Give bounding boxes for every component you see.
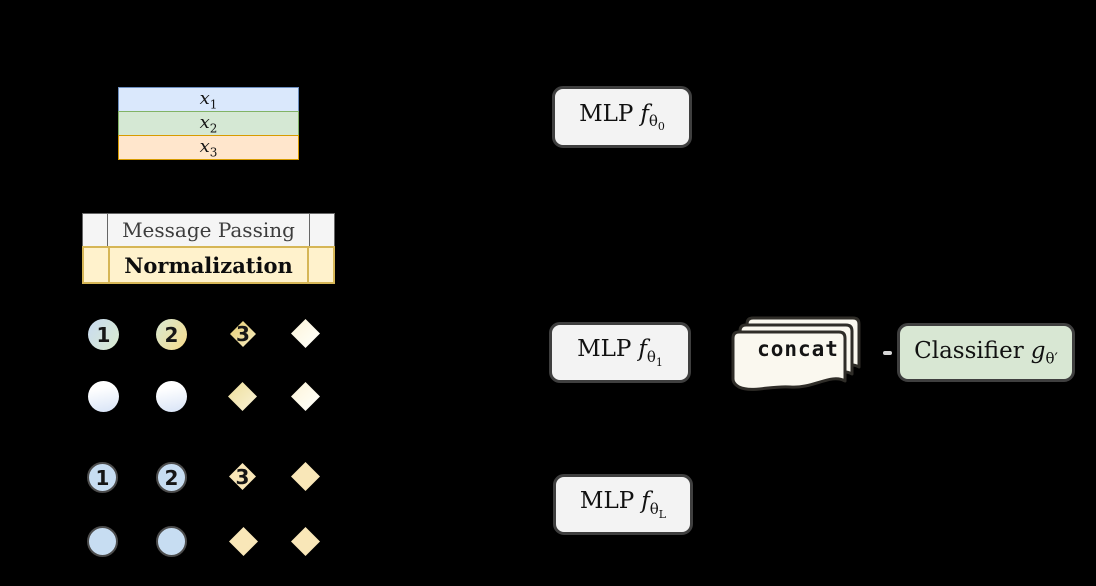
message-passing-label: Message Passing	[122, 218, 295, 242]
node-bottom-circle-2: 2	[156, 462, 187, 493]
feature-bar-x3: x3	[118, 135, 299, 160]
node-bottom-circle-1: 1	[87, 462, 118, 493]
node-bottom-diamond-3-label: 3	[235, 464, 250, 489]
node-top-diamond-7	[228, 382, 257, 411]
message-passing-row: Message Passing	[82, 213, 335, 247]
node-bottom-diamond-7	[229, 527, 258, 556]
feature-bar-x3-label: x3	[199, 135, 218, 160]
node-top-circle-1: 1	[88, 319, 119, 350]
message-passing-right-cell	[309, 214, 334, 246]
normalization-right-cell	[307, 248, 333, 282]
gnn-layer-block: Message Passing Normalization	[82, 213, 335, 284]
node-top-circle-2: 2	[156, 319, 187, 350]
concat-document-stack	[731, 314, 871, 396]
node-bottom-diamond-4	[291, 462, 320, 491]
node-bottom-circle-5	[87, 526, 118, 557]
concat-stack-icon	[731, 316, 861, 391]
node-top-diamond-8	[291, 382, 320, 411]
feature-bar-x1-label: x1	[199, 87, 218, 112]
node-top-circle-5	[88, 381, 119, 412]
arrow-dash	[883, 351, 892, 355]
node-top-circle-2-label: 2	[164, 322, 179, 347]
normalization-row: Normalization	[82, 246, 335, 284]
node-top-diamond-4	[291, 319, 320, 348]
node-bottom-circle-6	[156, 526, 187, 557]
node-bottom-diamond-3: 3	[229, 463, 256, 490]
feature-bar-x1: x1	[118, 87, 299, 112]
feature-stack: x1 x2 x3	[118, 87, 299, 160]
message-passing-left-cell	[83, 214, 108, 246]
node-bottom-circle-1-label: 1	[95, 465, 110, 490]
concat-label: concat	[757, 337, 839, 361]
feature-bar-x2: x2	[118, 111, 299, 136]
feature-bar-x2-label: x2	[199, 111, 218, 136]
node-top-circle-6	[156, 381, 187, 412]
node-bottom-circle-2-label: 2	[164, 465, 179, 490]
normalization-left-cell	[84, 248, 110, 282]
node-top-circle-1-label: 1	[96, 322, 111, 347]
node-top-diamond-3-label: 3	[236, 322, 250, 346]
normalization-label: Normalization	[124, 252, 293, 278]
node-top-diamond-3: 3	[230, 321, 256, 347]
node-bottom-diamond-8	[291, 527, 320, 556]
